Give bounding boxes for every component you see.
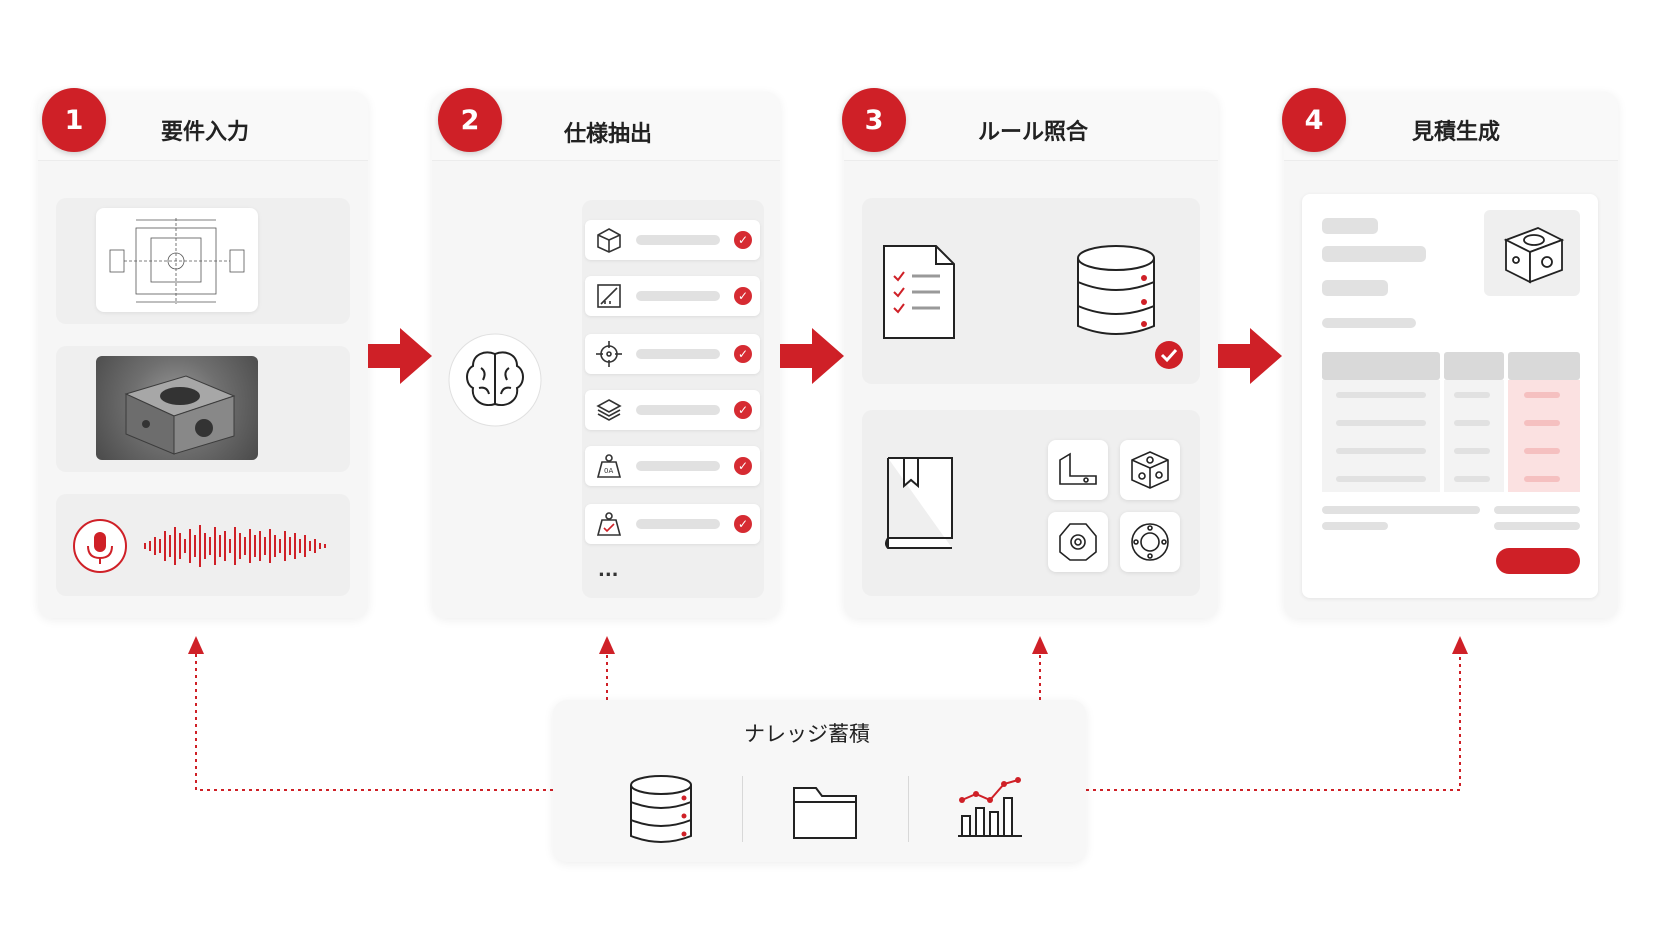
quote-total-line [1322,522,1388,530]
quote-table-header [1322,352,1580,380]
part-tile-1 [1048,440,1108,500]
weight-label: 0A [604,467,613,475]
stage-1-badge: 1 [42,88,106,152]
stage-1-title: 要件入力 [161,120,250,145]
table-cell [1524,420,1560,426]
folder-icon [793,787,857,839]
quote-submit-button [1496,548,1580,574]
waveform-icon [144,525,326,567]
book-icon [885,457,953,549]
layers-icon [596,399,622,421]
blueprint-drawing-icon [109,218,245,304]
table-cell [1336,420,1426,426]
table-cell [1336,476,1426,482]
database-icon [1077,245,1155,335]
quote-line [1322,318,1416,328]
table-cell [1454,476,1490,482]
table-cell [1454,392,1490,398]
ruler-icon [597,284,621,308]
cube-part-icon [1131,451,1169,489]
check-icon: ✓ [734,345,752,363]
spec-bar-3 [636,349,720,359]
metal-part-photo [96,356,258,460]
flow-arrow-3 [1218,328,1282,384]
flow-arrow-1 [368,328,432,384]
check-icon: ✓ [734,287,752,305]
nut-part-icon [1059,523,1097,561]
weight-icon: 0A [596,454,622,478]
stage-2-title: 仕様抽出 [564,122,653,147]
table-cell [1454,448,1490,454]
table-cell [1336,392,1426,398]
spec-bar-2 [636,291,720,301]
microphone-icon [73,519,127,573]
knowledge-title: ナレッジ蓄積 [744,722,870,746]
spec-bar-6 [636,519,720,529]
stage-3-badge: 3 [842,88,906,152]
quote-line [1322,218,1378,234]
spec-bar-5 [636,461,720,471]
bearing-part-icon [1131,523,1169,561]
bracket-part-icon [1059,452,1097,485]
check-circle-icon [1155,341,1183,369]
check-icon: ✓ [734,231,752,249]
chart-icon [958,777,1022,837]
quote-total-line [1322,506,1480,514]
metal-part-icon [124,375,236,455]
quote-table-body [1322,380,1580,492]
blueprint-image [96,208,258,312]
divider [908,776,909,842]
flow-arrow-2 [780,328,844,384]
quote-total-line [1494,506,1580,514]
document-checklist-icon [883,245,955,339]
table-cell [1524,392,1560,398]
quote-line [1322,280,1388,296]
check-icon: ✓ [734,515,752,533]
check-icon: ✓ [734,401,752,419]
database-icon [630,775,692,843]
brain-icon [448,333,542,427]
weight-check-icon [596,512,622,536]
more-items-ellipsis: ... [598,560,619,581]
quote-part-icon [1503,227,1565,284]
spec-bar-4 [636,405,720,415]
spec-bar-1 [636,235,720,245]
quote-total-line [1494,522,1580,530]
quote-line [1322,246,1426,262]
stage-3-header [844,92,1218,161]
target-icon [596,341,622,367]
table-cell [1524,476,1560,482]
table-cell [1524,448,1560,454]
cube-icon [597,228,621,253]
table-cell [1454,420,1490,426]
stage-2-badge: 2 [438,88,502,152]
table-cell [1336,448,1426,454]
stage-3-title: ルール照合 [978,120,1089,145]
stage-4-title: 見積生成 [1412,120,1501,145]
check-icon: ✓ [734,457,752,475]
divider [742,776,743,842]
stage-4-badge: 4 [1282,88,1346,152]
